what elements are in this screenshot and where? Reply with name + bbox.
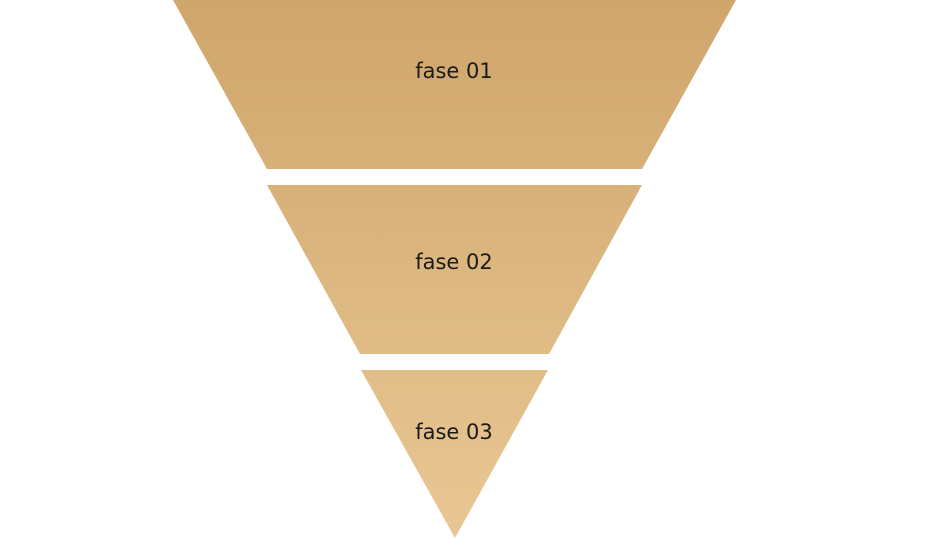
stage-label-3: fase 03 <box>415 420 493 444</box>
funnel-segment-1 <box>173 0 736 169</box>
funnel-segment-2 <box>267 185 642 354</box>
funnel-stage-1: fase 01 <box>173 0 736 169</box>
funnel-segment-3 <box>361 370 548 538</box>
funnel-stage-2: fase 02 <box>267 185 642 354</box>
stage-label-2: fase 02 <box>415 250 493 274</box>
stage-label-1: fase 01 <box>415 59 493 83</box>
funnel-stage-3: fase 03 <box>361 370 548 538</box>
